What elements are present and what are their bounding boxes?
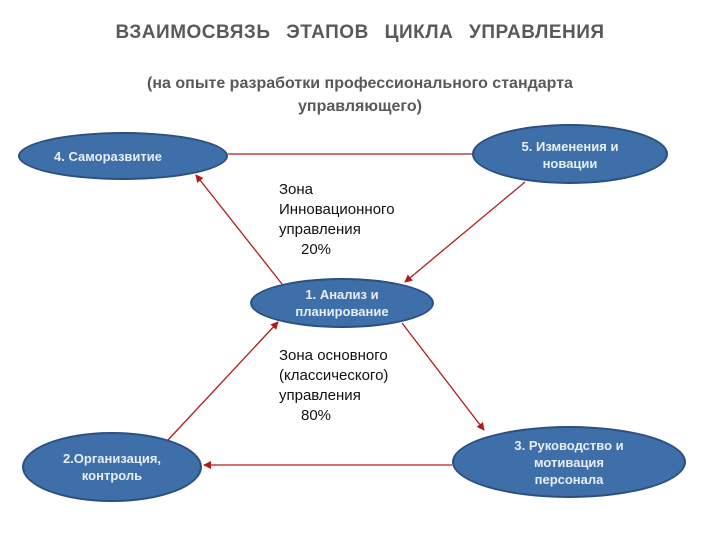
node-leadership-label-line-3: персонала xyxy=(534,471,604,487)
node-changes-innovations: 5. Изменения и новации xyxy=(472,124,668,184)
zone-innovation-label: Зона Инновационного управления 20% xyxy=(279,180,395,260)
node-organization-control: 2.Организация, контроль xyxy=(22,432,202,502)
zone-basic-line-2: (классического) xyxy=(279,367,389,384)
node-leadership-label-line-2: мотивация xyxy=(533,454,605,470)
zone-innovation-line-3: управления xyxy=(279,221,361,238)
subtitle-line-2: управляющего) xyxy=(298,98,422,115)
page-subtitle: (на опыте разработки профессионального с… xyxy=(110,72,610,118)
arrow-analysis-to-self-development xyxy=(195,174,283,285)
zone-basic-percent: 80% xyxy=(301,407,332,424)
zone-basic-line-1: Зона основного xyxy=(279,347,388,364)
node-self-development-label: 4. Саморазвитие xyxy=(54,148,162,164)
zone-innovation-percent: 20% xyxy=(301,241,332,258)
node-changes-label-line-2: новации xyxy=(542,156,598,171)
arrow-analysis-to-leadership xyxy=(401,322,485,431)
node-self-development: 4. Саморазвитие xyxy=(18,132,228,180)
node-organization-label-line-2: контроль xyxy=(81,468,143,483)
zone-basic-label: Зона основного (классического) управлени… xyxy=(279,346,388,426)
arrow-changes-to-analysis xyxy=(404,181,526,283)
node-leadership-motivation: 3. Руководство и мотивация персонала xyxy=(452,426,686,498)
node-changes-label-line-1: 5. Изменения и xyxy=(521,139,619,154)
zone-innovation-line-1: Зона xyxy=(279,181,314,198)
node-leadership-label-line-1: 3. Руководство и xyxy=(514,437,624,453)
zone-innovation-line-2: Инновационного xyxy=(279,201,395,218)
zone-basic-line-3: управления xyxy=(279,387,361,404)
node-organization-label-line-1: 2.Организация, xyxy=(62,451,162,466)
arrow-organization-to-analysis xyxy=(167,321,279,441)
page-title: ВЗАИМОСВЯЗЬ ЭТАПОВ ЦИКЛА УПРАВЛЕНИЯ xyxy=(115,22,605,43)
node-analysis-label-line-2: планирование xyxy=(295,304,389,319)
subtitle-line-1: (на опыте разработки профессионального с… xyxy=(147,75,573,92)
node-analysis-planning: 1. Анализ и планирование xyxy=(250,278,434,328)
node-analysis-label-line-1: 1. Анализ и xyxy=(305,287,379,302)
